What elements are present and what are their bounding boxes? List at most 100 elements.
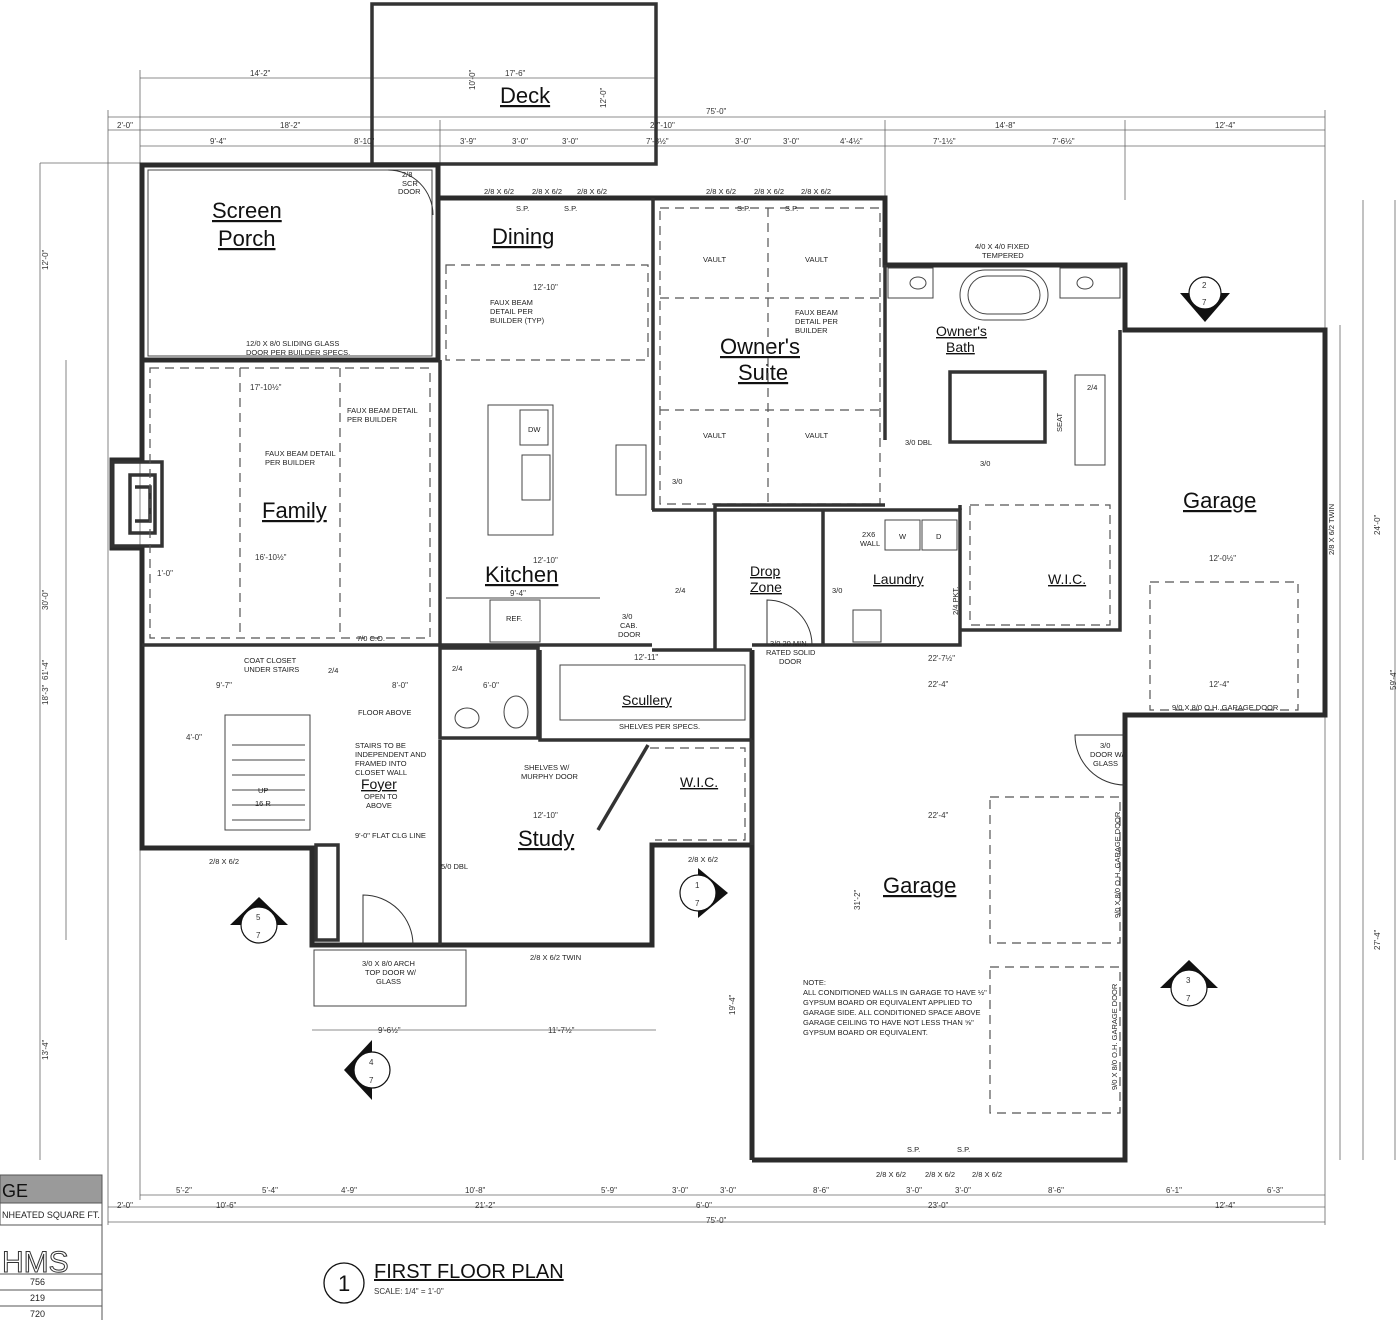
dim-6-0-powder: 6'-0" xyxy=(483,681,499,690)
room-foyer: Foyer xyxy=(361,776,397,792)
window-foyer: 2/8 X 6/2 xyxy=(209,857,239,866)
dim-3-0-bot-c: 3'-0" xyxy=(906,1186,922,1195)
section-marker-5-sheet: 7 xyxy=(256,931,261,940)
label-2x6-2: WALL xyxy=(860,539,880,548)
label-stairs-4: CLOSET WALL xyxy=(355,768,407,777)
garage-side-door-swing xyxy=(1074,734,1126,786)
deck-outline xyxy=(370,2,658,166)
sp-suite-2: S.P. xyxy=(785,204,798,213)
dim-overall-top: 75'-0" xyxy=(706,107,727,116)
scullery-walls xyxy=(538,648,752,742)
dim-7-6: 7'-6½" xyxy=(1052,137,1075,146)
note-1: NOTE: xyxy=(803,978,826,987)
dim-5-4: 5'-4" xyxy=(262,1186,278,1195)
label-door-30-laundry: 3/0 xyxy=(832,586,842,595)
label-stairs-3: FRAMED INTO xyxy=(355,759,407,768)
dim-59-4: 59'-4" xyxy=(1389,669,1398,690)
dim-7-1: 7'-1½" xyxy=(933,137,956,146)
dim-31-2: 31'-2" xyxy=(853,889,862,910)
dim-9-4-kitchen: 9'-4" xyxy=(510,589,526,598)
window-suite-1: 2/8 X 6/2 xyxy=(706,187,736,196)
drawing-title: FIRST FLOOR PLAN xyxy=(374,1261,564,1283)
label-faux-beam-dining-1: FAUX BEAM xyxy=(490,298,533,307)
owner-wic-walls xyxy=(958,330,1122,632)
dishwasher xyxy=(519,409,549,446)
label-door-glass-3: GLASS xyxy=(1093,759,1118,768)
label-faux-beam-family-b1: FAUX BEAM DETAIL xyxy=(347,406,418,415)
sheet-number: 1 xyxy=(338,1271,350,1296)
section-marker-1: 1 7 xyxy=(679,868,728,918)
room-drop-zone-2: Zone xyxy=(750,579,782,595)
dim-13-4: 13'-4" xyxy=(41,1039,50,1060)
label-door-glass-2: DOOR W/ xyxy=(1090,750,1125,759)
label-rated-door-2: RATED SOLID xyxy=(766,648,816,657)
room-owners-suite-2: Suite xyxy=(738,360,788,385)
room-laundry: Laundry xyxy=(873,571,924,587)
exterior-wall-right xyxy=(438,195,1328,1163)
sp-dining-1: S.P. xyxy=(516,204,529,213)
dim-12-4-top: 12'-4" xyxy=(1215,121,1236,130)
label-arch-door-2: TOP DOOR W/ xyxy=(365,968,417,977)
dim-11-7: 11'-7½" xyxy=(548,1026,575,1035)
window-garage-2: 2/8 X 6/2 xyxy=(925,1170,955,1179)
dim-3-0-d: 3'-0" xyxy=(783,137,799,146)
label-stairs-1: STAIRS TO BE xyxy=(355,741,406,750)
scullery-counter xyxy=(559,664,746,721)
label-faux-beam-dining-2: DETAIL PER xyxy=(490,307,534,316)
sp-dining-2: S.P. xyxy=(564,204,577,213)
room-screen-porch-2: Porch xyxy=(218,226,275,251)
foyer-closet xyxy=(314,843,340,942)
label-sliding-door-2: DOOR PER BUILDER SPECS. xyxy=(246,348,350,357)
room-wic-owner: W.I.C. xyxy=(1048,571,1086,587)
label-fixed-window-1: 4/0 X 4/0 FIXED xyxy=(975,242,1030,251)
label-flat-clg: 9'-0" FLAT CLG LINE xyxy=(355,831,426,840)
section-marker-3-sheet: 7 xyxy=(1186,994,1191,1003)
label-door-30-bath: 3/0 xyxy=(980,459,990,468)
front-porch xyxy=(313,949,467,1007)
dim-12-10-dining: 12'-10" xyxy=(533,283,558,292)
note-4: GARAGE SIDE. ALL CONDITIONED SPACE ABOVE xyxy=(803,1008,981,1017)
scr-door-swing xyxy=(387,169,434,216)
sp-garage-1: S.P. xyxy=(907,1145,920,1154)
label-twin-window-garage: 2/8 X 6/2 TWIN xyxy=(1327,504,1336,555)
stair-treads xyxy=(232,744,305,821)
label-ref: REF. xyxy=(506,614,522,623)
room-deck: Deck xyxy=(500,83,551,108)
bath-sink-right xyxy=(1076,276,1094,290)
label-dbl-door-bath: 3/0 DBL xyxy=(905,438,932,447)
murphy-door xyxy=(596,744,650,831)
room-owners-suite-1: Owner's xyxy=(720,334,800,359)
label-seat: SEAT xyxy=(1055,413,1064,432)
label-risers: 16 R xyxy=(255,799,271,808)
dim-12-4-bot: 12'-4" xyxy=(1215,1201,1236,1210)
study-walls xyxy=(438,740,754,945)
kitchen-island xyxy=(487,404,554,536)
label-sliding-door-1: 12/0 X 8/0 SLIDING GLASS xyxy=(246,339,339,348)
powder-room xyxy=(438,646,540,740)
dining-faux-beam xyxy=(445,264,649,361)
label-washer: W xyxy=(899,532,907,541)
room-family: Family xyxy=(262,498,327,523)
window-dining-2: 2/8 X 6/2 xyxy=(532,187,562,196)
dim-3-0-bot-d: 3'-0" xyxy=(955,1186,971,1195)
washer xyxy=(884,519,921,551)
sqft-value-2: 219 xyxy=(30,1293,45,1303)
dim-8-0: 8'-0" xyxy=(392,681,408,690)
label-vault-3: VAULT xyxy=(703,431,726,440)
dim-3-0-a: 3'-0" xyxy=(512,137,528,146)
dim-14-8: 14'-8" xyxy=(995,121,1016,130)
bath-sink-left xyxy=(909,276,927,290)
dim-3-0-bot-a: 3'-0" xyxy=(672,1186,688,1195)
label-rated-door-3: DOOR xyxy=(779,657,802,666)
window-garage-1: 2/8 X 6/2 xyxy=(876,1170,906,1179)
label-cab-door-2: CAB. xyxy=(620,621,638,630)
room-scullery: Scullery xyxy=(622,692,672,708)
dim-9-4: 9'-4" xyxy=(210,137,226,146)
dim-3-0-b: 3'-0" xyxy=(562,137,578,146)
dim-3-9: 3'-9" xyxy=(460,137,476,146)
window-suite-2: 2/8 X 6/2 xyxy=(754,187,784,196)
dim-overall-bottom: 75'-0" xyxy=(706,1216,727,1225)
dim-61-4: 61'-4" xyxy=(41,659,50,680)
window-dining-1: 2/8 X 6/2 xyxy=(484,187,514,196)
